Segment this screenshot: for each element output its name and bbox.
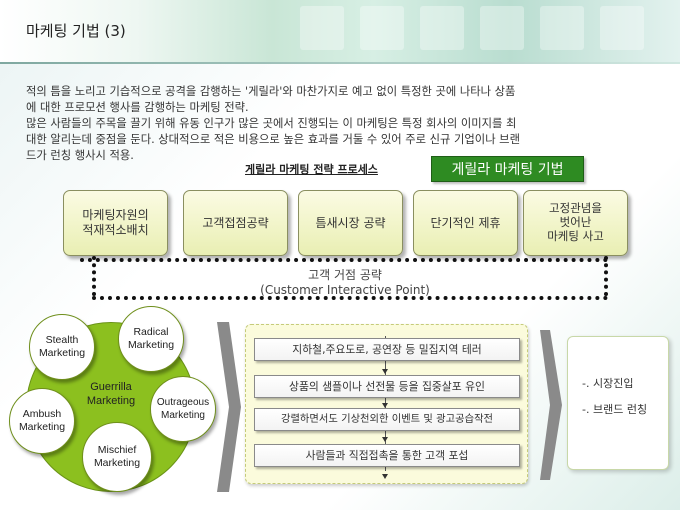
down-arrow-icon	[382, 403, 388, 408]
dotted-connector	[604, 256, 608, 296]
hub-label: Guerrilla Marketing	[86, 381, 136, 407]
paragraph-line: 에 대한 프로모션 행사를 감행하는 마케팅 전략.	[26, 101, 249, 114]
down-arrow-icon	[382, 437, 388, 442]
paragraph-line: 대한 알리는데 중점을 둔다. 상대적으로 적은 비용으로 높은 효과를 거둘 …	[26, 133, 520, 146]
decor-square	[480, 6, 524, 50]
dotted-connector	[92, 256, 96, 296]
technique-badge: 게릴라 마케팅 기법	[431, 156, 584, 182]
process-label: 게릴라 마케팅 전략 프로세스	[245, 163, 378, 176]
ambush-marketing: Ambush Marketing	[9, 388, 75, 454]
down-arrow-icon	[382, 474, 388, 479]
stage-box: 단기적인 제휴	[413, 190, 518, 256]
decor-square	[300, 6, 344, 50]
mischief-marketing: Mischief Marketing	[82, 422, 152, 492]
cip-label-ko: 고객 거점 공략	[308, 268, 382, 282]
stage-box: 고정관념을 벗어난 마케팅 사고	[523, 190, 628, 256]
decor-square	[420, 6, 464, 50]
radical-marketing: Radical Marketing	[118, 306, 184, 372]
tactic-box: 상품의 샘플이나 선전물 등을 집중살포 유인	[254, 375, 520, 398]
outrageous-marketing: Outrageous Marketing	[150, 376, 216, 442]
stealth-marketing: Stealth Marketing	[29, 314, 95, 380]
tactic-box: 지하철,주요도로, 공연장 등 밀집지역 테러	[254, 338, 520, 361]
tactic-box: 강렬하면서도 기상천외한 이벤트 및 광고공습작전	[254, 408, 520, 431]
cip-label: 고객 거점 공략 (Customer Interactive Point)	[240, 268, 450, 298]
tactic-box: 사람들과 직접접촉을 통한 고객 포섭	[254, 444, 520, 467]
dotted-connector	[92, 296, 608, 300]
stage-box: 틈새시장 공략	[298, 190, 403, 256]
result-item: -. 시장진입	[582, 377, 634, 390]
cip-label-en: (Customer Interactive Point)	[260, 283, 430, 297]
paragraph-line: 많은 사람들의 주목을 끌기 위해 유동 인구가 많은 곳에서 진행되는 이 마…	[26, 117, 517, 130]
results-panel	[567, 336, 669, 470]
decor-square	[600, 6, 644, 50]
decor-square	[360, 6, 404, 50]
dotted-connector	[80, 258, 608, 262]
down-arrow-icon	[382, 369, 388, 374]
paragraph-line: 드가 런칭 행사시 적용.	[26, 149, 134, 162]
chevron-arrow-icon	[217, 322, 241, 492]
header-banner	[0, 0, 680, 62]
paragraph-line: 적의 틈을 노리고 기습적으로 공격을 감행하는 '게릴라'와 마찬가지로 예고…	[26, 85, 516, 98]
chevron-arrow-icon	[540, 330, 562, 480]
page-title: 마케팅 기법 (3)	[26, 22, 126, 40]
stage-box: 마케팅자원의 적재적소배치	[63, 190, 168, 256]
stage-box: 고객접점공략	[183, 190, 288, 256]
header-divider	[0, 62, 680, 64]
result-item: -. 브랜드 런칭	[582, 403, 648, 416]
decor-square	[540, 6, 584, 50]
